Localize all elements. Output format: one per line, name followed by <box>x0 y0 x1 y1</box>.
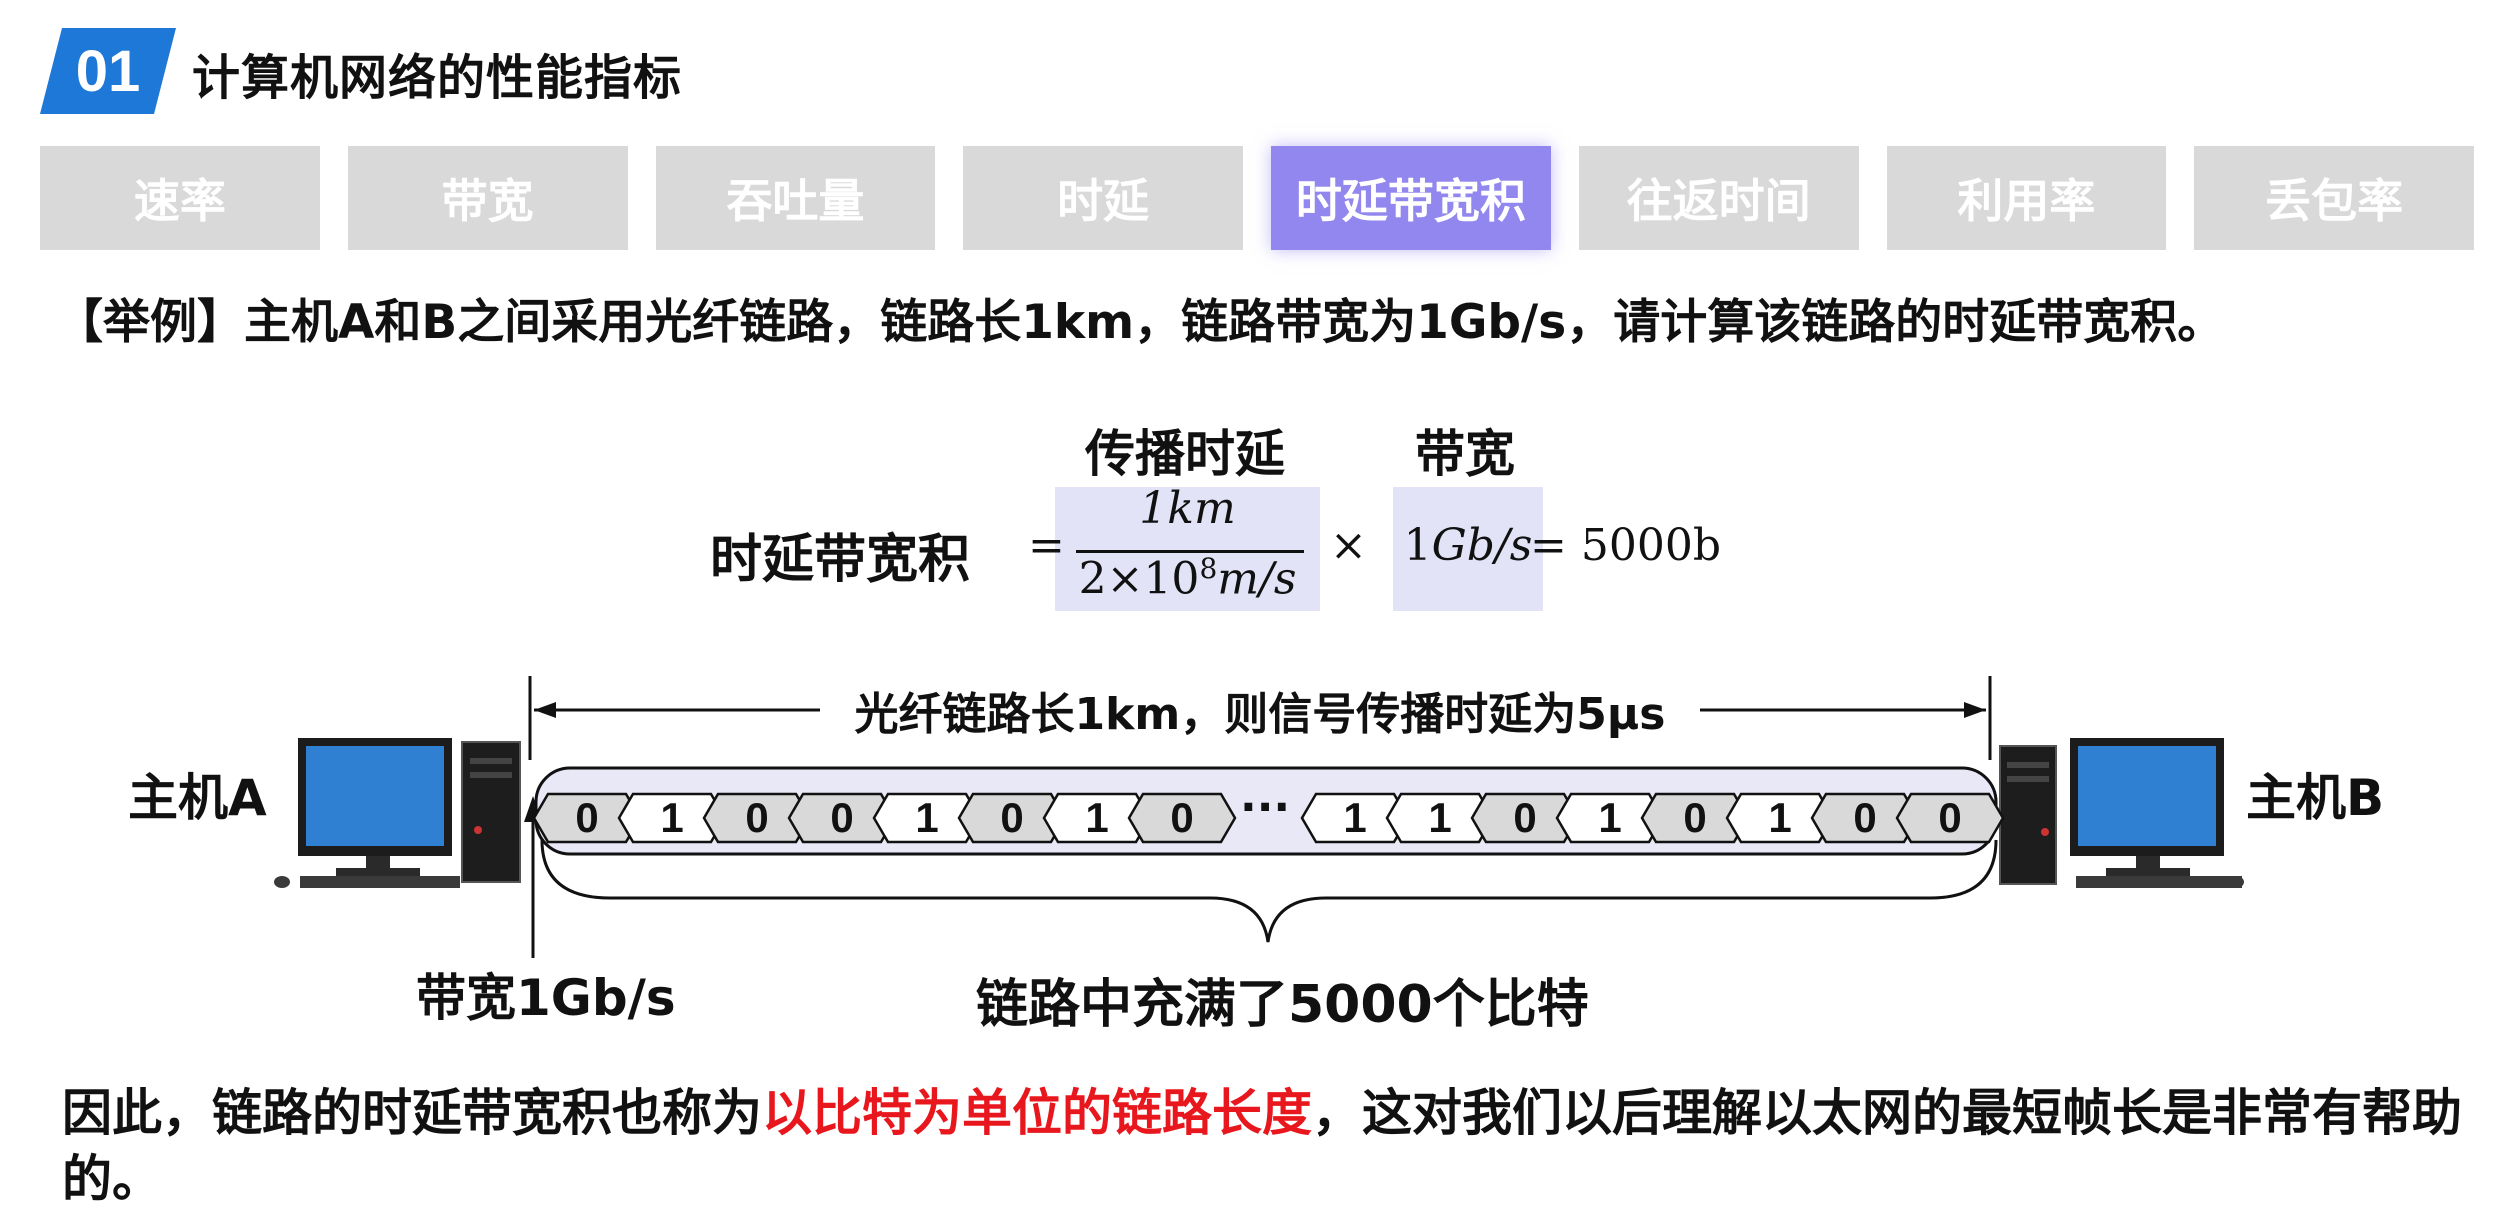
conclusion-before: 因此，链路的时延带宽积也称为 <box>62 1084 762 1142</box>
host-a-tower <box>461 741 521 883</box>
formula-result: = 5000b <box>1530 520 1721 571</box>
fraction-bar <box>1076 550 1304 553</box>
bit-right-5: 1 <box>1725 792 1835 844</box>
denominator-unit: m/s <box>1217 553 1297 605</box>
formula-name: 时延带宽积 <box>710 530 971 590</box>
tab-delay-bandwidth-product[interactable]: 时延带宽积 <box>1271 146 1551 250</box>
formula-bandwidth-value: 1Gb/s <box>1386 520 1550 571</box>
bit-right-value: 0 <box>1853 794 1877 841</box>
tab-rate[interactable]: 速率 <box>40 146 320 250</box>
conclusion-text: 因此，链路的时延带宽积也称为以比特为单位的链路长度，这对我们以后理解以太网的最短… <box>62 1080 2462 1212</box>
bit-left-value: 0 <box>745 794 769 841</box>
section-badge <box>40 28 176 114</box>
formula-times: × <box>1330 520 1367 571</box>
bit-right-0: 1 <box>1300 792 1410 844</box>
host-b-tower <box>1999 745 2057 885</box>
tab-utilization[interactable]: 利用率 <box>1886 146 2167 250</box>
label-propagation-delay: 传播时延 <box>1085 425 1285 483</box>
host-a-label: 主机A <box>128 769 267 827</box>
bit-right-4: 0 <box>1640 792 1750 844</box>
bit-right-value: 0 <box>1683 794 1707 841</box>
host-b-screen <box>2078 746 2216 846</box>
bit-right-value: 1 <box>1768 794 1792 841</box>
bandwidth-label: 带宽1Gb/s <box>416 969 676 1027</box>
formula-equals: = <box>1028 520 1065 571</box>
host-b-label: 主机B <box>2246 769 2385 827</box>
conclusion-after: ，这对我们以后理解以太网的最短帧长是非常有帮助的。 <box>62 1084 2462 1208</box>
bit-left-value: 1 <box>915 794 939 841</box>
denominator-prefix: 2×10 <box>1078 553 1200 605</box>
host-b-mouse <box>2228 876 2244 888</box>
page-title: 计算机网络的性能指标 <box>192 50 683 106</box>
bit-left-value: 0 <box>1170 794 1194 841</box>
tab-rtt[interactable]: 往返时间 <box>1578 146 1859 250</box>
host-a-computer <box>274 738 521 888</box>
bit-right-7: 0 <box>1895 792 2005 844</box>
bit-left-value: 1 <box>660 794 684 841</box>
metrics-tab-bar: 速率 带宽 吞吐量 时延 时延带宽积 往返时间 利用率 丢包率 <box>40 146 2474 250</box>
section-number: 01 <box>75 38 141 104</box>
bit-right-value: 1 <box>1598 794 1622 841</box>
bandwidth-number: 1 <box>1403 520 1432 571</box>
bit-left-3: 0 <box>787 792 897 844</box>
bit-left-1: 1 <box>617 792 727 844</box>
conclusion-highlight: 以比特为单位的链路长度 <box>762 1084 1312 1142</box>
delay-highlight-box <box>1055 487 1320 611</box>
bit-right-value: 1 <box>1428 794 1452 841</box>
bits-brace <box>540 839 1998 943</box>
bits-fill-label: 链路中充满了5000个比特 <box>976 975 1589 1035</box>
bit-right-value: 0 <box>1938 794 1962 841</box>
span-arrow-right-head <box>1964 702 1986 718</box>
span-arrow-left-head <box>534 702 556 718</box>
tab-packet-loss[interactable]: 丢包率 <box>2194 146 2474 250</box>
bit-right-value: 0 <box>1513 794 1537 841</box>
bit-right-1: 1 <box>1385 792 1495 844</box>
bit-left-value: 0 <box>1000 794 1024 841</box>
bit-right-3: 1 <box>1555 792 1665 844</box>
tab-throughput[interactable]: 吞吐量 <box>655 146 936 250</box>
host-a-mouse <box>274 876 290 888</box>
bit-left-0: 0 <box>532 792 642 844</box>
problem-statement: 【举例】主机A和B之间采用光纤链路，链路长1km，链路带宽为1Gb/s，请计算该… <box>56 295 2225 350</box>
bandwidth-unit: Gb/s <box>1431 520 1533 571</box>
bit-left-5: 0 <box>957 792 1067 844</box>
bit-left-value: 1 <box>1085 794 1109 841</box>
fraction-numerator: 1km <box>1139 483 1236 534</box>
bit-left-4: 1 <box>872 792 982 844</box>
bits-ellipsis: ··· <box>1240 782 1291 833</box>
bit-right-6: 0 <box>1810 792 1920 844</box>
bit-left-value: 0 <box>575 794 599 841</box>
bit-left-2: 0 <box>702 792 812 844</box>
bit-right-value: 1 <box>1343 794 1367 841</box>
bandwidth-highlight-box <box>1393 487 1543 611</box>
host-a-keyboard <box>300 876 460 888</box>
fraction-denominator: 2×108m/s <box>1055 552 1320 605</box>
host-b-computer <box>1999 738 2244 888</box>
host-a-screen <box>306 746 444 846</box>
bit-left-7: 0 <box>1127 792 1237 844</box>
tab-bandwidth[interactable]: 带宽 <box>347 146 628 250</box>
tab-delay[interactable]: 时延 <box>963 146 1243 250</box>
link-length-label: 光纤链路长1km，则信号传播时延为5μs <box>820 678 1700 742</box>
bit-right-2: 0 <box>1470 792 1580 844</box>
bit-left-6: 1 <box>1042 792 1152 844</box>
denominator-exponent: 8 <box>1199 552 1218 585</box>
host-b-keyboard <box>2076 876 2242 888</box>
label-bandwidth: 带宽 <box>1415 425 1515 483</box>
bit-left-value: 0 <box>830 794 854 841</box>
